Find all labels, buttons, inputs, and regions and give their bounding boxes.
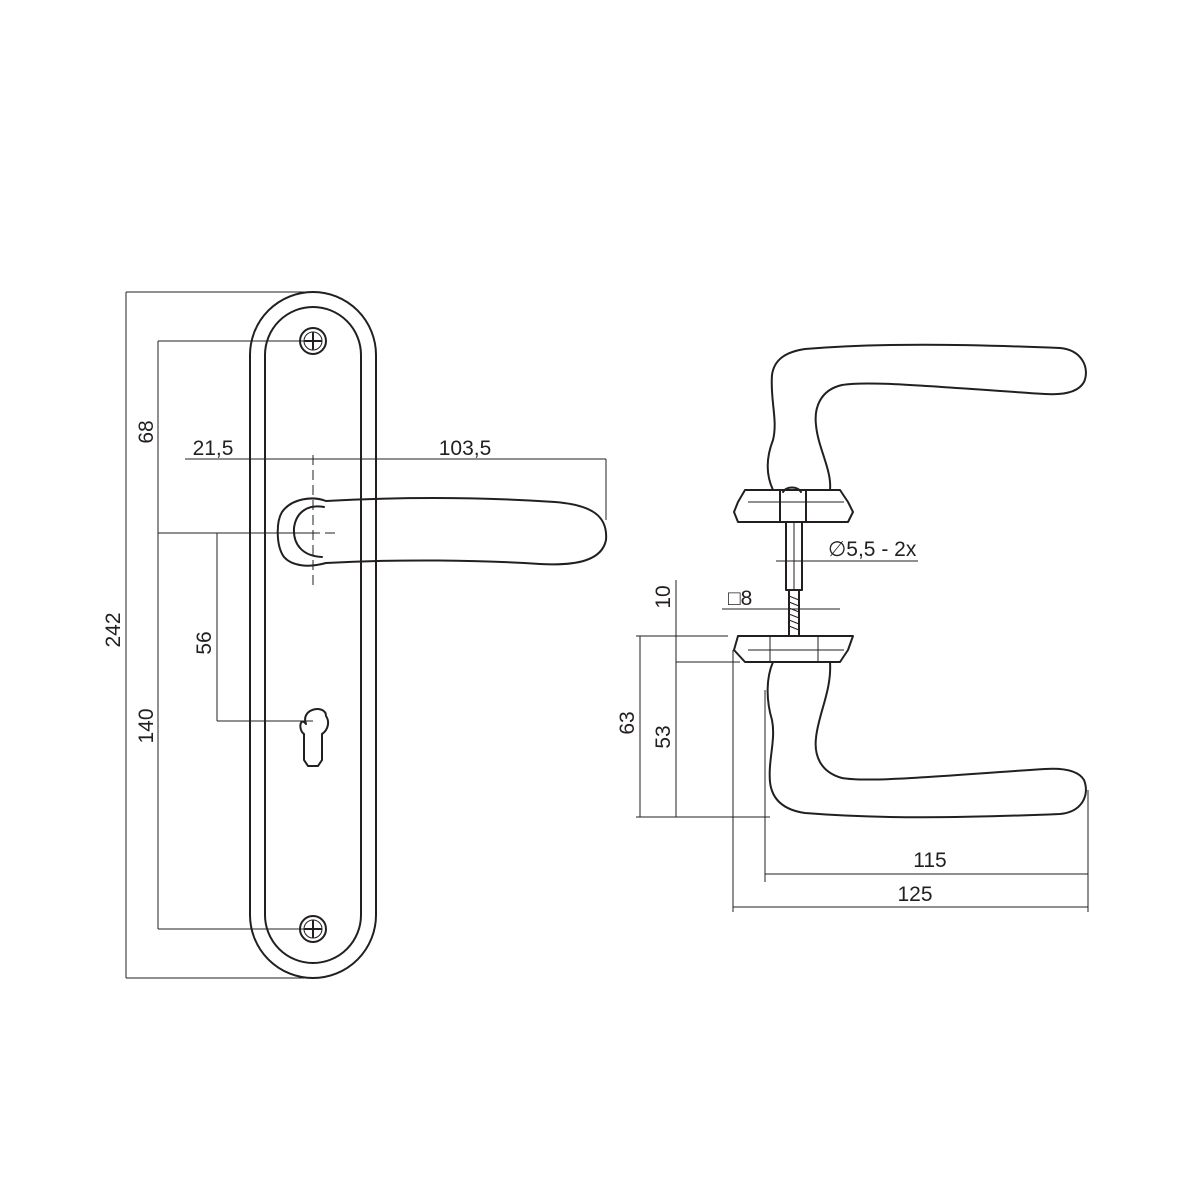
dim-spindle-to-lower-screw: 140 (135, 708, 158, 743)
backplate-inner (264, 306, 362, 964)
backplate-outer (249, 291, 377, 979)
dim-spindle-to-keyhole: 56 (193, 631, 216, 654)
lever-front (276, 497, 608, 567)
dim-lever-drop-total: 63 (616, 711, 639, 734)
dim-lever-length: 103,5 (439, 437, 492, 460)
keyhole-icon (299, 708, 330, 767)
front-view: 242 68 140 56 21,5 103,5 (102, 291, 608, 979)
dim-projection-inner: 115 (913, 849, 946, 872)
upper-lever (766, 343, 1087, 491)
dim-projection-total: 125 (897, 883, 932, 906)
side-view: ∅5,5 - 2x □8 10 63 53 115 125 (616, 343, 1089, 912)
dim-rose-thickness: 10 (652, 585, 675, 608)
dim-spindle-square: □8 (728, 587, 752, 610)
lower-lever (766, 661, 1087, 819)
lever-rose-detail (292, 505, 325, 558)
dim-plate-offset: 21,5 (193, 437, 234, 460)
lower-rose (733, 635, 854, 663)
dim-screw-to-spindle: 68 (135, 420, 158, 443)
dim-lever-drop-inner: 53 (652, 725, 675, 748)
upper-rose (733, 489, 854, 523)
dim-screw-hole-spec: ∅5,5 - 2x (828, 538, 917, 561)
dim-overall-height: 242 (102, 612, 125, 647)
